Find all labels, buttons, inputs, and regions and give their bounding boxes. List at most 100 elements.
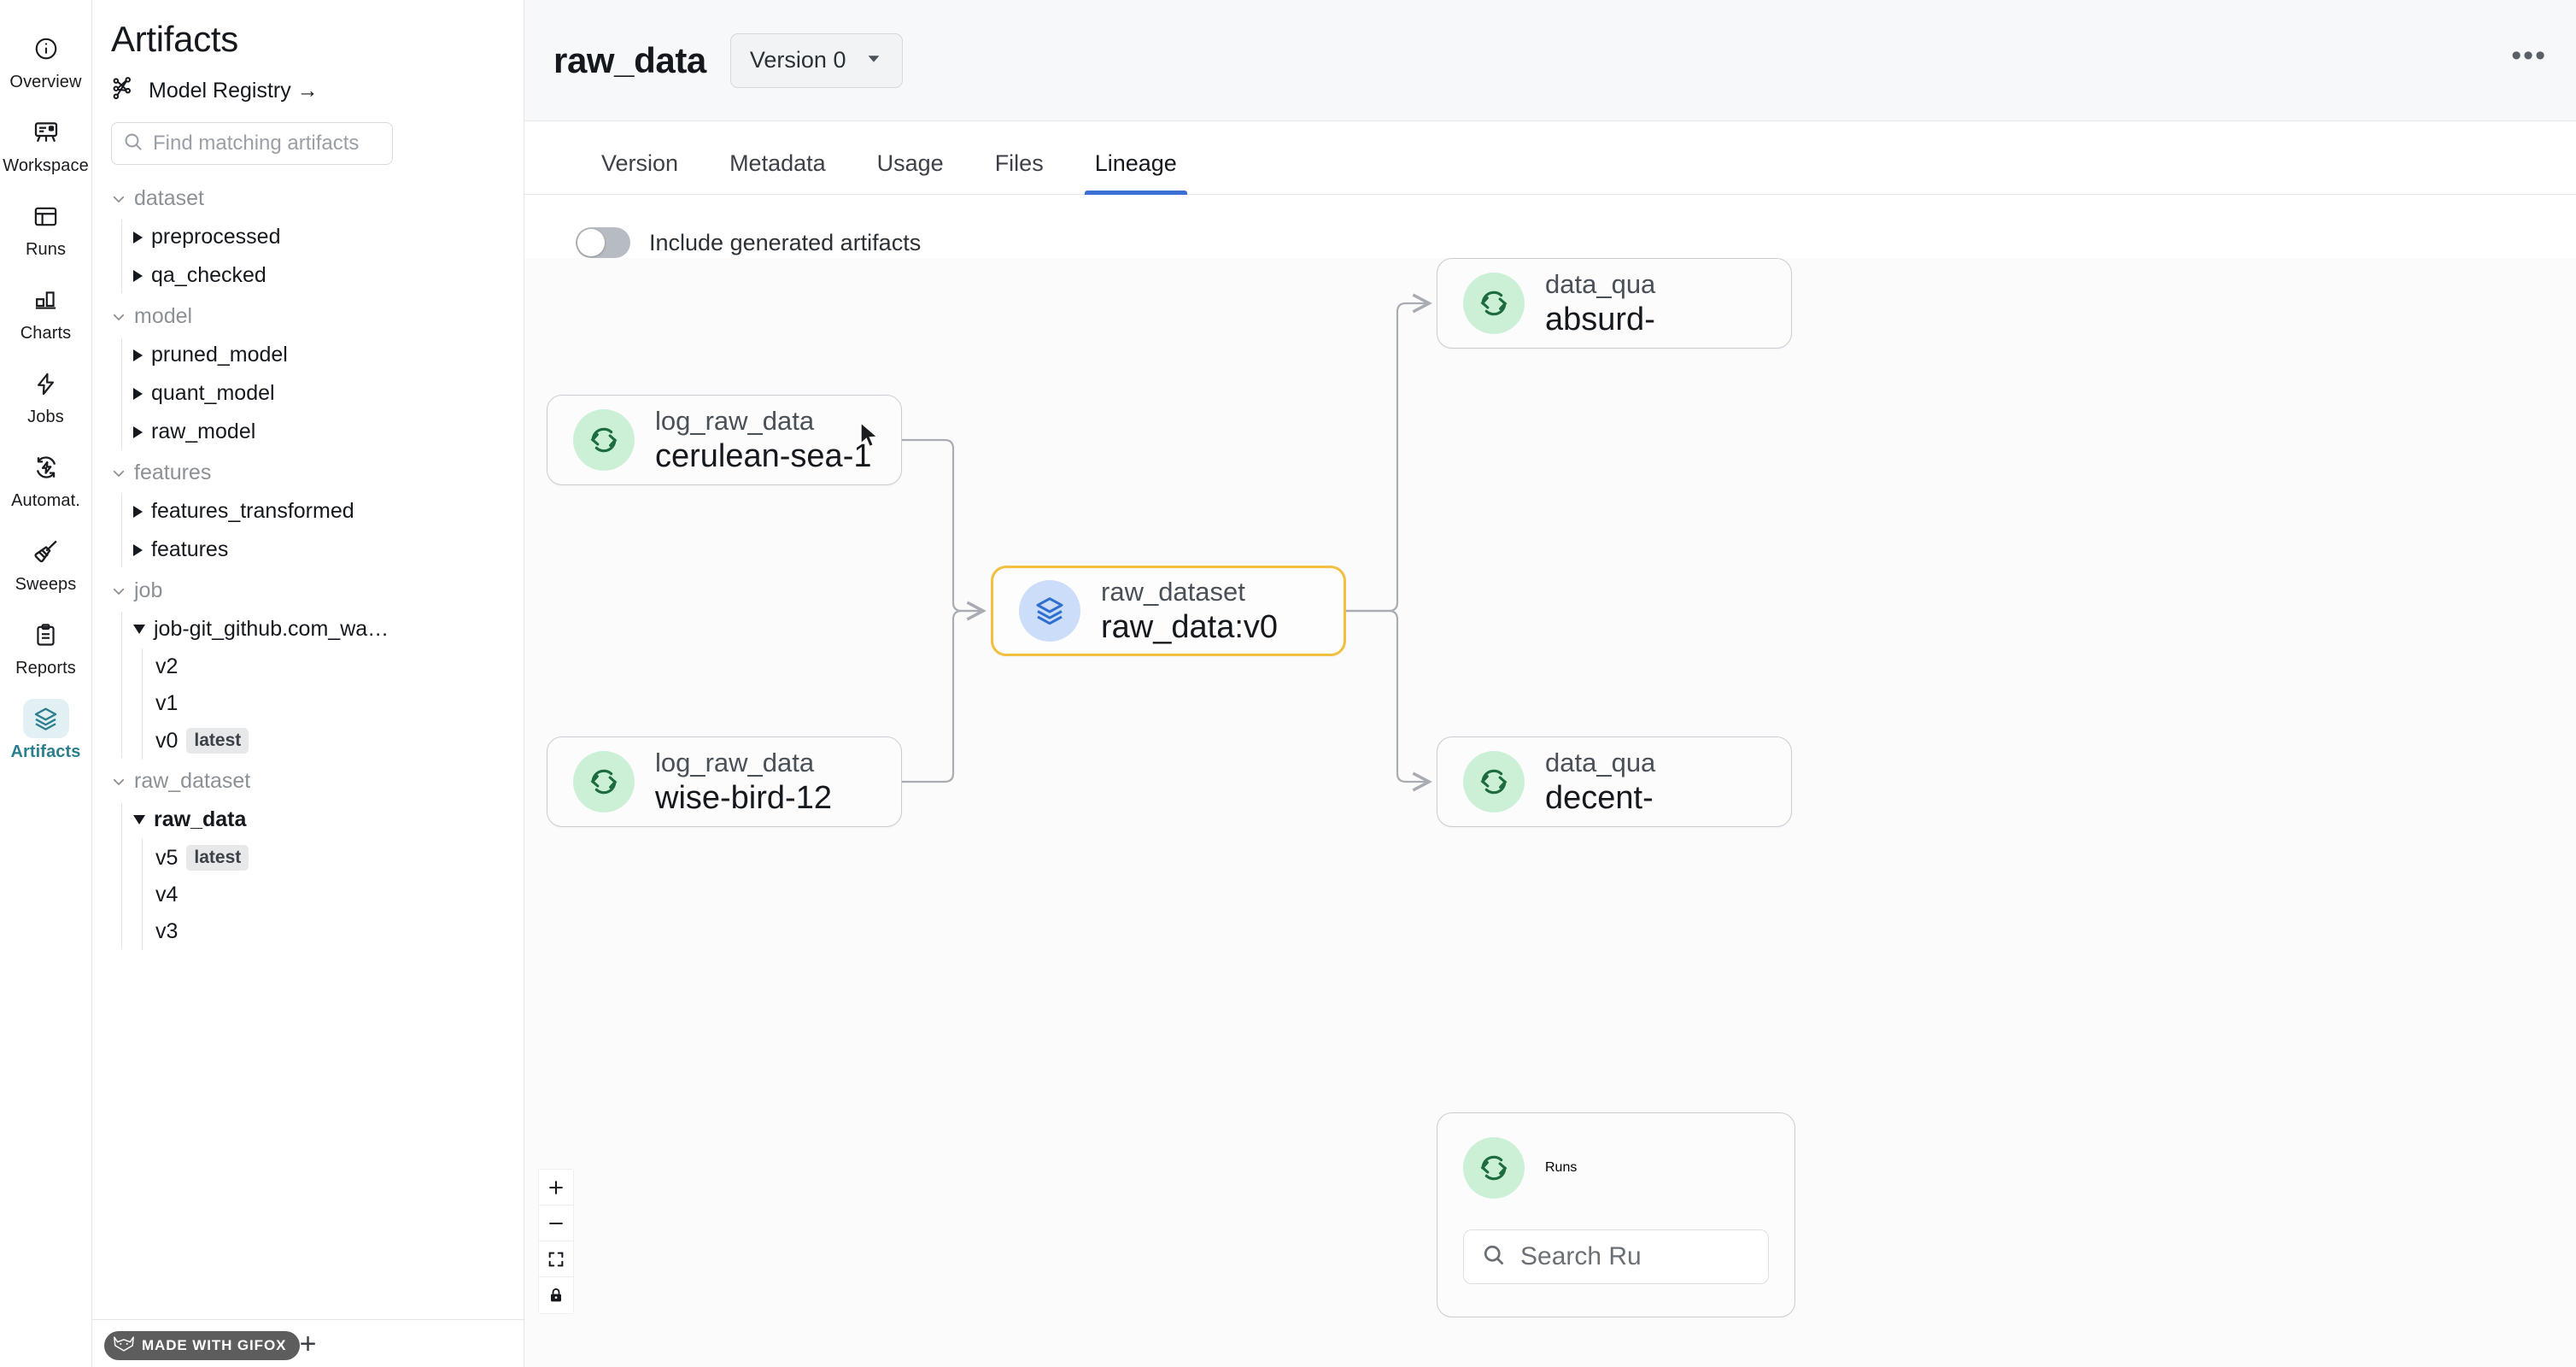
bolt-icon [23, 364, 69, 403]
automation-icon [23, 448, 69, 487]
tree-node-label: features [151, 537, 229, 561]
zoom-out-button[interactable] [539, 1206, 573, 1241]
artifact-search-input[interactable] [153, 132, 382, 155]
lineage-node-name: absurd- [1545, 301, 1655, 337]
include-generated-artifacts-toggle[interactable] [576, 227, 630, 258]
gifox-watermark-text: MADE WITH GIFOX [142, 1337, 287, 1353]
nav-item-workspace[interactable]: Workspace [3, 103, 89, 183]
zoom-in-button[interactable] [539, 1170, 573, 1206]
version-list-job: v2 v1 v0 latest [142, 648, 524, 760]
nav-item-overview[interactable]: Overview [5, 19, 87, 99]
model-registry-icon [111, 75, 138, 107]
add-artifact-button[interactable]: + [299, 1327, 317, 1360]
graph-zoom-controls [538, 1169, 574, 1314]
version-row[interactable]: v4 [142, 877, 524, 913]
caret-right-icon [133, 387, 143, 400]
lineage-runs-panel[interactable]: Runs Search Ru [1437, 1112, 1795, 1317]
caret-right-icon [133, 505, 143, 518]
version-list-raw-data: v5 latest v4 v3 [142, 839, 524, 950]
nav-item-jobs[interactable]: Jobs [5, 354, 87, 434]
lineage-node-job-label: log_raw_data [655, 747, 815, 777]
caret-right-icon [133, 543, 143, 556]
tree-group-label: features [134, 461, 212, 484]
tree-node-raw-data[interactable]: raw_data [121, 801, 524, 839]
tree-group-raw-dataset: raw_dataset raw_data v5 latest v4 [92, 762, 524, 950]
tab-files[interactable]: Files [969, 150, 1069, 194]
version-label: v4 [155, 883, 179, 906]
run-sync-icon [573, 409, 635, 471]
lineage-node-run-cerulean-sea-1[interactable]: log_raw_data cerulean-sea-1 [547, 395, 902, 485]
lineage-node-run-absurd[interactable]: data_qua absurd- [1437, 258, 1792, 349]
nav-item-automations[interactable]: Automat. [5, 437, 87, 518]
fit-view-button[interactable] [539, 1241, 573, 1277]
tree-group-header-dataset[interactable]: dataset [92, 179, 524, 218]
nav-item-reports[interactable]: Reports [5, 605, 87, 685]
tab-lineage[interactable]: Lineage [1069, 150, 1203, 195]
chevron-down-icon [111, 309, 126, 325]
tree-group-header-features[interactable]: features [92, 454, 524, 492]
tree-group-model: model pruned_model quant_model raw_model [92, 297, 524, 451]
caret-right-icon [133, 425, 143, 438]
tree-node-label: features_transformed [151, 499, 354, 523]
lineage-edges [902, 258, 2576, 1309]
tree-node-pruned-model[interactable]: pruned_model [121, 336, 524, 374]
toggle-knob [577, 229, 605, 256]
artifact-search-box[interactable] [111, 122, 393, 165]
runs-search-box[interactable]: Search Ru [1463, 1229, 1769, 1284]
tree-node-job-git[interactable]: job-git_github.com_wa… [121, 610, 524, 648]
artifact-tabs: Version Metadata Usage Files Lineage [524, 121, 2576, 195]
artifact-header: raw_data Version 0 ••• [524, 0, 2576, 121]
version-row[interactable]: v3 [142, 913, 524, 950]
global-nav-rail: Overview Workspace Runs [0, 0, 92, 1367]
chevron-down-icon [111, 774, 126, 789]
nav-item-runs[interactable]: Runs [5, 186, 87, 267]
tree-node-raw-model[interactable]: raw_model [121, 413, 524, 451]
model-registry-link[interactable]: Model Registry → [92, 67, 524, 115]
lineage-node-artifact-raw-data-v0[interactable]: raw_dataset raw_data:v0 [991, 566, 1346, 656]
lock-view-button[interactable] [539, 1277, 573, 1313]
tree-group-label: model [134, 304, 193, 328]
bar-chart-icon [23, 280, 69, 320]
tree-group-label: job [134, 578, 163, 602]
runs-panel-header: Runs [1463, 1137, 1769, 1199]
tree-node-features[interactable]: features [121, 531, 524, 569]
chevron-down-icon [111, 466, 126, 481]
version-tag-latest: latest [186, 728, 249, 754]
tree-group-dataset: dataset preprocessed qa_checked [92, 179, 524, 295]
version-selector-button[interactable]: Version 0 [729, 32, 904, 88]
version-row[interactable]: v1 [142, 685, 524, 722]
tree-group-header-job[interactable]: job [92, 572, 524, 610]
version-row[interactable]: v5 latest [142, 839, 524, 877]
tree-node-qa-checked[interactable]: qa_checked [121, 256, 524, 295]
lineage-graph-canvas[interactable]: log_raw_data cerulean-sea-1 log_raw_data… [524, 258, 2576, 1367]
lineage-node-run-decent[interactable]: data_qua decent- [1437, 736, 1792, 827]
nav-label-workspace: Workspace [3, 156, 89, 175]
version-selector-label: Version 0 [749, 47, 846, 73]
layers-icon [22, 699, 69, 738]
tab-usage[interactable]: Usage [852, 150, 969, 194]
version-row[interactable]: v2 [142, 648, 524, 685]
tree-node-preprocessed[interactable]: preprocessed [121, 218, 524, 256]
artifact-layers-icon [1019, 580, 1080, 642]
lineage-node-run-wise-bird-12[interactable]: log_raw_data wise-bird-12 [547, 736, 902, 827]
nav-item-charts[interactable]: Charts [5, 270, 87, 350]
caret-right-icon [133, 349, 143, 361]
version-tag-latest: latest [186, 845, 249, 871]
lineage-node-job-label: data_qua [1545, 268, 1656, 299]
tab-version[interactable]: Version [576, 150, 704, 194]
tree-group-header-raw-dataset[interactable]: raw_dataset [92, 762, 524, 801]
version-row[interactable]: v0 latest [142, 722, 524, 760]
nav-item-artifacts[interactable]: Artifacts [5, 689, 87, 769]
tree-node-label: raw_data [154, 807, 247, 831]
tree-node-features-transformed[interactable]: features_transformed [121, 492, 524, 531]
tree-group-header-model[interactable]: model [92, 297, 524, 336]
artifact-detail-panel: raw_data Version 0 ••• Version Metadata … [524, 0, 2576, 1367]
nav-item-sweeps[interactable]: Sweeps [5, 521, 87, 601]
caret-right-icon [133, 269, 143, 282]
tree-node-label: preprocessed [151, 225, 281, 249]
tree-group-job: job job-git_github.com_wa… v2 v1 [92, 572, 524, 760]
tree-node-quant-model[interactable]: quant_model [121, 374, 524, 413]
overflow-menu-button[interactable]: ••• [2511, 39, 2547, 72]
nav-label-overview: Overview [9, 73, 82, 91]
tab-metadata[interactable]: Metadata [704, 150, 852, 194]
